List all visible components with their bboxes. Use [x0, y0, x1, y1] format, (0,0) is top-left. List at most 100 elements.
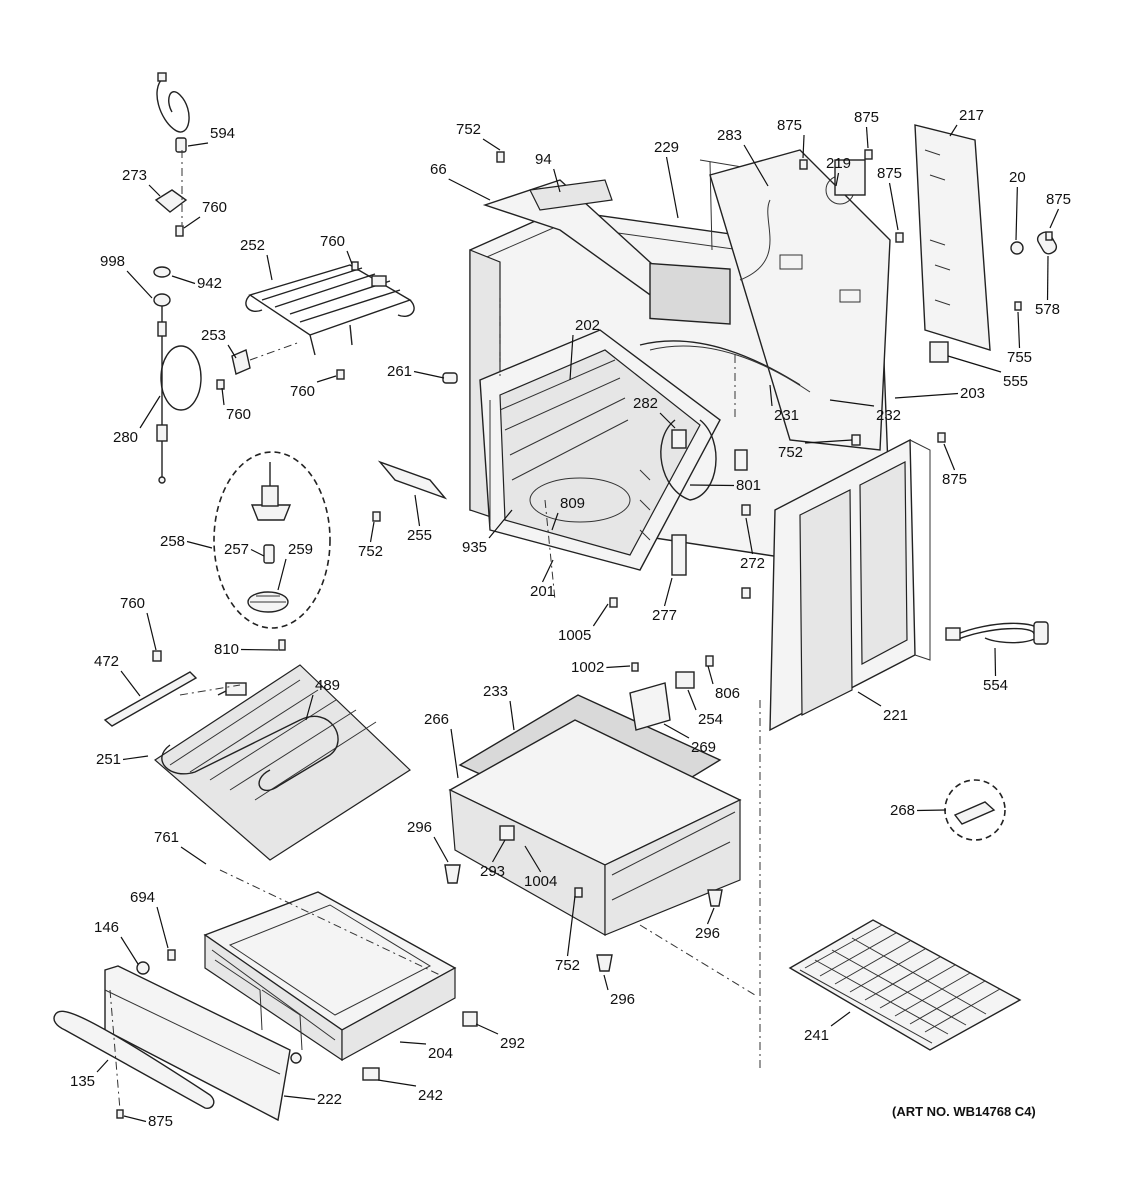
- callout-label: 232: [876, 407, 901, 424]
- callout-272: 272: [740, 517, 765, 572]
- leader-line: [482, 138, 501, 151]
- warming-drawer-204: [203, 891, 478, 1081]
- hinge-277: [671, 534, 687, 576]
- callout-251: 251: [96, 751, 149, 768]
- callout-258: 258: [160, 533, 213, 550]
- callout-label: 293: [480, 863, 505, 880]
- callout-875: 875: [777, 117, 805, 159]
- leader-line: [830, 1011, 851, 1027]
- leader-line: [835, 172, 840, 187]
- callout-201: 201: [530, 559, 555, 600]
- callout-935: 935: [462, 509, 513, 556]
- callout-809: 809: [551, 495, 585, 531]
- leader-line: [369, 521, 375, 543]
- callout-233: 233: [483, 683, 515, 731]
- callout-label: 489: [315, 677, 340, 694]
- leader-line: [122, 755, 149, 761]
- leader-line: [663, 577, 673, 607]
- callout-66: 66: [430, 161, 491, 201]
- callout-label: 809: [560, 495, 585, 512]
- leader-line: [413, 370, 445, 379]
- callout-label: 221: [883, 707, 908, 724]
- leader-line: [123, 1115, 147, 1123]
- leader-line: [745, 517, 754, 555]
- leader-line: [603, 974, 609, 991]
- drawer-handle-135: [53, 989, 215, 1119]
- callout-label: 272: [740, 555, 765, 572]
- callout-755: 755: [1007, 311, 1032, 366]
- leader-line: [551, 512, 559, 531]
- callout-204: 204: [399, 1041, 453, 1062]
- callout-label: 269: [691, 739, 716, 756]
- callout-293: 293: [480, 839, 506, 880]
- callout-875: 875: [854, 109, 879, 149]
- leader-line: [491, 839, 506, 863]
- leader-line: [221, 387, 225, 406]
- callout-806: 806: [707, 665, 740, 702]
- callout-label: 935: [462, 539, 487, 556]
- callout-202: 202: [569, 317, 600, 381]
- leader-line: [566, 895, 576, 957]
- callout-875: 875: [877, 165, 902, 231]
- callout-label: 292: [500, 1035, 525, 1052]
- leader-line: [316, 375, 337, 383]
- callout-1005: 1005: [558, 603, 609, 644]
- callout-94: 94: [535, 151, 561, 193]
- leader-line: [829, 399, 875, 407]
- leader-line: [148, 184, 161, 197]
- leader-line: [947, 355, 1002, 373]
- broil-element-252: [245, 261, 415, 356]
- callout-259: 259: [277, 541, 313, 591]
- callout-label: 810: [214, 641, 239, 658]
- base-pan-266: [448, 694, 742, 937]
- leader-line: [305, 694, 314, 721]
- leader-line: [802, 134, 805, 159]
- callout-241: 241: [804, 1011, 851, 1044]
- callout-label: 241: [804, 1027, 829, 1044]
- leader-line: [553, 168, 561, 193]
- callout-label: 1005: [558, 627, 591, 644]
- leader-line: [283, 1095, 316, 1101]
- callout-label: 752: [778, 444, 803, 461]
- callout-label: 252: [240, 237, 265, 254]
- callout-label: 242: [418, 1087, 443, 1104]
- leader-line: [241, 648, 279, 651]
- callout-label: 259: [288, 541, 313, 558]
- leader-line: [1049, 208, 1060, 229]
- callout-261: 261: [387, 363, 445, 380]
- callout-label: 760: [120, 595, 145, 612]
- convection-fan-assembly-258: [213, 451, 331, 651]
- callout-232: 232: [829, 399, 901, 424]
- callout-label: 752: [358, 543, 383, 560]
- callout-268: 268: [890, 802, 947, 819]
- callout-label: 266: [424, 711, 449, 728]
- callout-label: 761: [154, 829, 179, 846]
- leader-line: [888, 182, 899, 231]
- callout-label: 280: [113, 429, 138, 446]
- callout-label: 277: [652, 607, 677, 624]
- callout-875: 875: [1046, 191, 1071, 229]
- callout-label: 875: [148, 1113, 173, 1130]
- top-trim-66-94: [482, 151, 676, 303]
- callout-694: 694: [130, 889, 169, 949]
- callout-489: 489: [305, 677, 340, 721]
- leader-line: [743, 144, 769, 187]
- callout-255: 255: [407, 494, 432, 544]
- callout-266: 266: [424, 711, 459, 779]
- callout-label: 801: [736, 477, 761, 494]
- callout-472: 472: [94, 653, 141, 697]
- callout-219: 219: [826, 155, 851, 187]
- callout-label: 760: [320, 233, 345, 250]
- leader-line: [1017, 311, 1021, 349]
- bracket-253: [231, 341, 301, 375]
- callout-label: 554: [983, 677, 1008, 694]
- drawer-front-panel-222: [104, 949, 302, 1122]
- leader-line: [377, 1079, 417, 1087]
- wire-231-232: [639, 340, 811, 393]
- wire-harness-594: [156, 72, 190, 153]
- side-panel-221: [769, 438, 931, 732]
- callout-578: 578: [1035, 255, 1060, 318]
- callout-label: 296: [610, 991, 635, 1008]
- callout-label: 94: [535, 151, 552, 168]
- callout-label: 998: [100, 253, 125, 270]
